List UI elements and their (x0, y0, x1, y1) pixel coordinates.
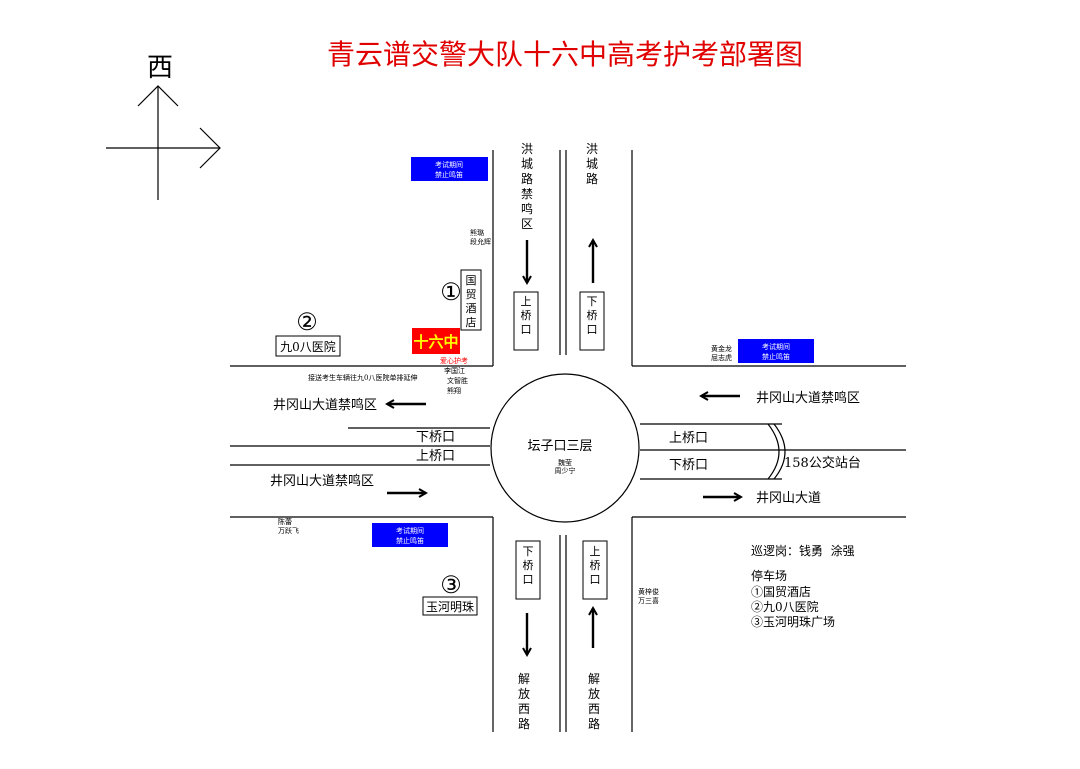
post-sw-line1: 陈蕾 (278, 517, 292, 526)
ramp-south-right: 上桥口 (582, 540, 608, 600)
ramp-north-right: 下桥口 (579, 291, 605, 351)
sign-text-line2: 禁止鸣笛 (435, 170, 463, 179)
direction-arrows (387, 240, 741, 655)
post-nw-lower-line3: 熊翔 (447, 386, 461, 395)
place-3-number: ③ (440, 571, 462, 599)
no-honking-sign-north: 考试期间 禁止鸣笛 (411, 157, 488, 181)
ramp-south-left: 下桥口 (515, 540, 541, 600)
pickup-notice: 接送考生车辆往九0八医院单排延伸 (308, 373, 417, 382)
school-slogan: 爱心护考 (440, 356, 468, 365)
place-1-hotel: ① 国贸酒店 (440, 269, 482, 331)
sign-text-line1: 考试期间 (762, 342, 790, 351)
ramp-north-left: 上桥口 (513, 291, 539, 351)
road-label-west-bottom: 井冈山大道禁鸣区 (270, 473, 374, 489)
sign-text-line1: 考试期间 (396, 526, 424, 535)
map-title: 青云谱交警大队十六中高考护考部署图 (327, 38, 803, 71)
roundabout-officer-1: 魏莹 (558, 458, 572, 467)
place-3-yuhe: ③ 玉河明珠 (422, 571, 478, 616)
ramp-west-lower-label: 上桥口 (416, 449, 455, 464)
road-label-east-bottom: 井冈山大道 (756, 491, 821, 506)
roundabout-name: 坛子口三层 (527, 439, 592, 454)
sign-text-line2: 禁止鸣笛 (762, 352, 790, 361)
road-label-east-top: 井冈山大道禁鸣区 (756, 390, 860, 406)
ramp-south-right-label: 上桥口 (590, 545, 601, 586)
legend-parking-title: 停车场 (751, 568, 787, 583)
ramp-north-right-label: 下桥口 (587, 295, 598, 336)
road-lines (230, 150, 906, 732)
sign-text-line2: 禁止鸣笛 (396, 536, 424, 545)
no-honking-sign-south: 考试期间 禁止鸣笛 (372, 523, 448, 547)
road-label-south-right: 解放西路 (588, 672, 600, 731)
place-3-name: 玉河明珠 (426, 600, 474, 614)
school-name: 十六中 (413, 333, 458, 351)
road-label-west-top: 井冈山大道禁鸣区 (273, 397, 377, 413)
place-2-number: ② (296, 308, 318, 336)
no-honking-sign-east: 考试期间 禁止鸣笛 (738, 339, 814, 363)
compass-arrows-icon (106, 85, 221, 200)
legend-patrol: 巡逻岗：钱勇 涂强 (751, 543, 855, 558)
ramp-east-lower-label: 下桥口 (669, 458, 708, 473)
road-label-north-right: 洪城路 (586, 142, 598, 186)
place-1-number: ① (440, 278, 462, 306)
sign-text-line1: 考试期间 (435, 160, 463, 169)
post-ne-line1: 黄金龙 (711, 344, 732, 353)
post-nw-upper-line1: 熊璐 (470, 228, 484, 237)
post-nw-upper-line2: 段允辉 (470, 237, 491, 246)
road-label-south-left: 解放西路 (518, 672, 530, 731)
place-1-name: 国贸酒店 (466, 274, 477, 329)
legend-parking-item: ②九0八医院 (751, 600, 819, 614)
ramp-south-left-label: 下桥口 (523, 545, 534, 586)
post-nw-lower-line2: 文智胜 (447, 376, 468, 385)
legend: 巡逻岗：钱勇 涂强 停车场 ①国贸酒店 ②九0八医院 ③玉河明珠广场 (751, 543, 855, 629)
post-se-line1: 黄梓俊 (638, 587, 659, 596)
bus-stop-label: 158公交站台 (784, 455, 861, 471)
legend-parking-item: ③玉河明珠广场 (751, 615, 835, 629)
post-ne-line2: 屈志虎 (711, 353, 732, 362)
ramp-north-left-label: 上桥口 (521, 295, 532, 336)
place-2-name: 九0八医院 (280, 340, 336, 354)
post-nw-lower-line1: 李国江 (444, 366, 465, 375)
legend-parking-item: ①国贸酒店 (751, 585, 811, 599)
compass: 西 (106, 53, 221, 200)
roundabout: 坛子口三层 魏莹 周少宁 (490, 373, 640, 523)
road-label-north-left: 洪城路禁鸣区 (521, 142, 533, 231)
ramp-west-upper-label: 下桥口 (416, 430, 455, 445)
post-sw-line2: 万跃飞 (278, 526, 299, 535)
roundabout-officer-2: 周少宁 (555, 466, 576, 475)
compass-direction-label: 西 (147, 53, 173, 83)
place-2-hospital: ② 九0八医院 (275, 308, 341, 357)
ramp-east-upper-label: 上桥口 (669, 431, 708, 446)
post-se-line2: 万三喜 (638, 596, 659, 605)
school-marker: 十六中 爱心护考 (412, 328, 468, 365)
